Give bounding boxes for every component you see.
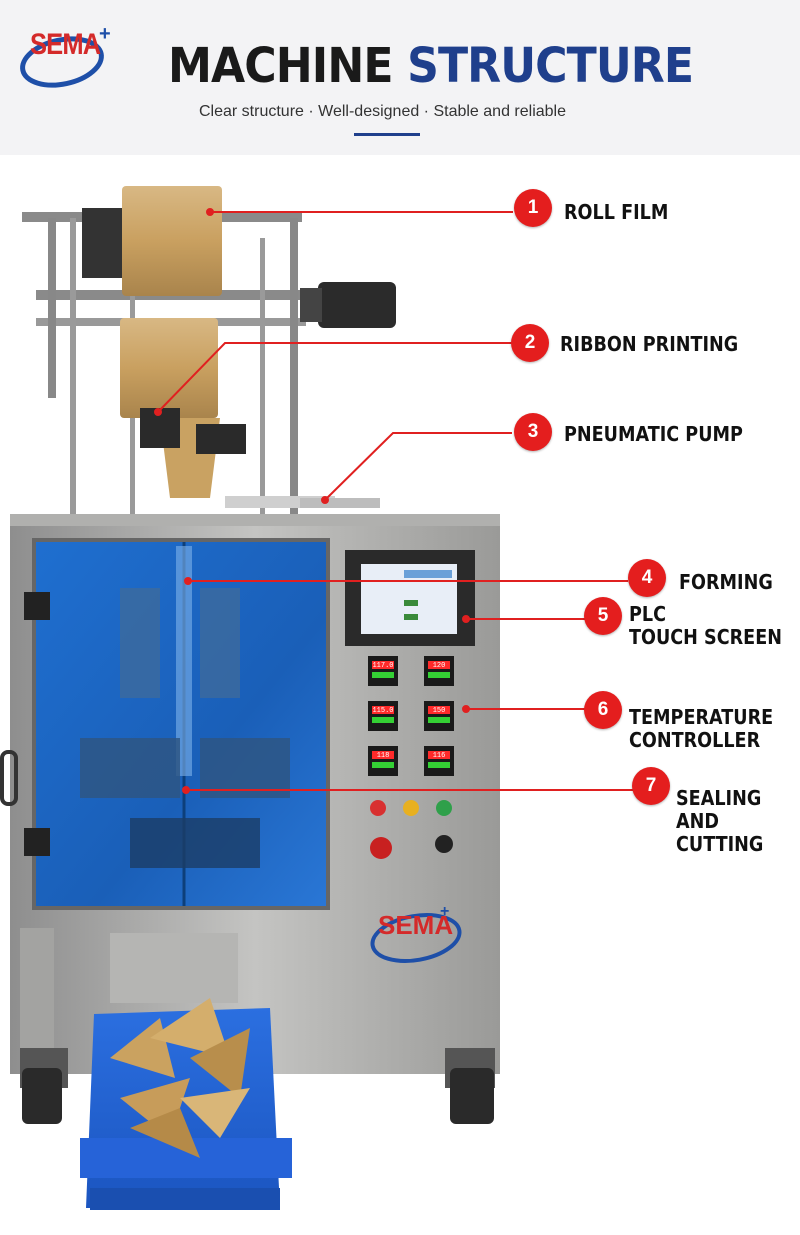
panel-logo-text: SEMA — [378, 910, 453, 940]
callout-1-badge: 1 — [514, 189, 552, 227]
callout-2-badge: 2 — [511, 324, 549, 362]
page-title: MACHINE STRUCTURE — [168, 38, 694, 94]
temperature-controllers: 117.0 120 115.0 150 118 116 — [368, 656, 454, 776]
controller-readout: 118 — [377, 752, 390, 760]
controller-readout: 150 — [433, 707, 446, 715]
callout-7-badge: 7 — [632, 767, 670, 805]
controller-readout: 120 — [433, 662, 446, 670]
packing-machine-image: 117.0 120 115.0 150 118 116 SEMA + — [0, 186, 500, 1210]
callout-4-label: FORMING — [679, 570, 773, 594]
page-subtitle: Clear structure · Well-designed · Stable… — [199, 103, 566, 120]
controller-readout: 117.0 — [372, 662, 393, 670]
callout-5-badge: 5 — [584, 597, 622, 635]
sema-logo: SEMA + — [16, 18, 116, 94]
callout-1-label: ROLL FILM — [564, 200, 669, 224]
callout-3-label: PNEUMATIC PUMP — [564, 422, 743, 446]
callout-6-badge: 6 — [584, 691, 622, 729]
panel-logo-plus: + — [440, 903, 449, 920]
controller-readout: 116 — [433, 752, 446, 760]
title-underline — [354, 133, 420, 136]
callout-2-label: RIBBON PRINTING — [560, 332, 739, 356]
header-band: SEMA + MACHINE STRUCTURE Clear structure… — [0, 0, 800, 155]
callout-7-label: SEALING AND CUTTING — [676, 786, 764, 856]
callout-4-badge: 4 — [628, 559, 666, 597]
callout-6-label: TEMPERATURE CONTROLLER — [629, 705, 774, 752]
callout-3-badge: 3 — [514, 413, 552, 451]
callout-5-label: PLC TOUCH SCREEN — [629, 602, 782, 649]
controller-readout: 115.0 — [372, 707, 393, 715]
